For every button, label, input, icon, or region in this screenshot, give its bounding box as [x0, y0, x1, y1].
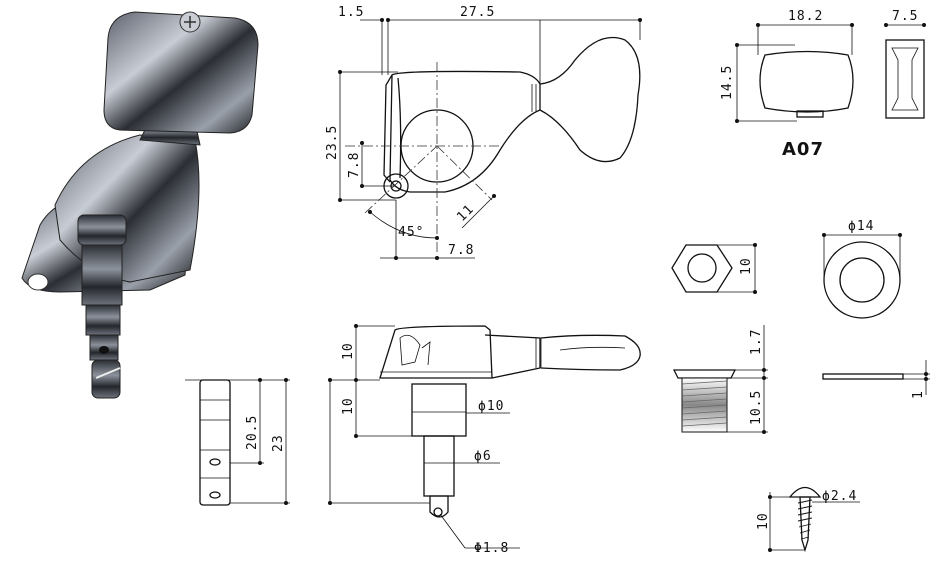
button-view: 18.2 14.5 A07 7.5: [720, 9, 926, 160]
dim-width-offset: 1.5: [338, 5, 364, 20]
post-view: 20.5 23: [185, 378, 290, 506]
side-view: 1.5 27.5 23.5 7.8 45° 11 7.8: [325, 5, 642, 260]
tuner-photo: [21, 11, 259, 399]
dim-post-length: 23: [271, 434, 286, 452]
dim-washer-dia: ϕ14: [848, 219, 874, 234]
dim-post-dia: ϕ6: [474, 449, 492, 464]
dim-bushing-thread: 10.5: [749, 390, 764, 425]
dim-button-width: 18.2: [788, 9, 823, 24]
screw-view: 10 ϕ2.4: [756, 486, 860, 553]
dim-button-height: 14.5: [720, 65, 735, 100]
dim-screw-length: 10: [756, 512, 771, 530]
dim-hole-offset: 7.8: [448, 243, 474, 258]
dim-post-radius: 11: [454, 202, 477, 225]
dim-height: 23.5: [325, 125, 340, 160]
dim-screw-head: ϕ2.4: [822, 489, 857, 504]
hex-nut-view: 10: [671, 243, 757, 294]
dim-housing-height: 10: [341, 342, 356, 360]
bushing-view: 1.7 10.5: [672, 325, 768, 434]
dim-bushing-dia: ϕ10: [478, 399, 504, 414]
dim-nut-size: 10: [739, 257, 754, 275]
dim-hole-height: 20.5: [245, 415, 260, 450]
model-label: A07: [782, 139, 824, 160]
dim-angle: 45°: [398, 225, 424, 240]
dim-overall-length: 27.5: [460, 5, 495, 20]
washer-view: ϕ14 1: [822, 219, 930, 399]
dim-lower-height: 10: [341, 397, 356, 415]
dim-bushing-flange: 1.7: [749, 329, 764, 355]
dim-button-thickness: 7.5: [892, 9, 918, 24]
dim-washer-thickness: 1: [911, 390, 926, 399]
dim-post-height: 7.8: [347, 152, 362, 178]
dim-hole-dia: Φ1.8: [474, 541, 509, 556]
front-view: 10 10 ϕ10 ϕ6 Φ1.8: [328, 324, 641, 556]
